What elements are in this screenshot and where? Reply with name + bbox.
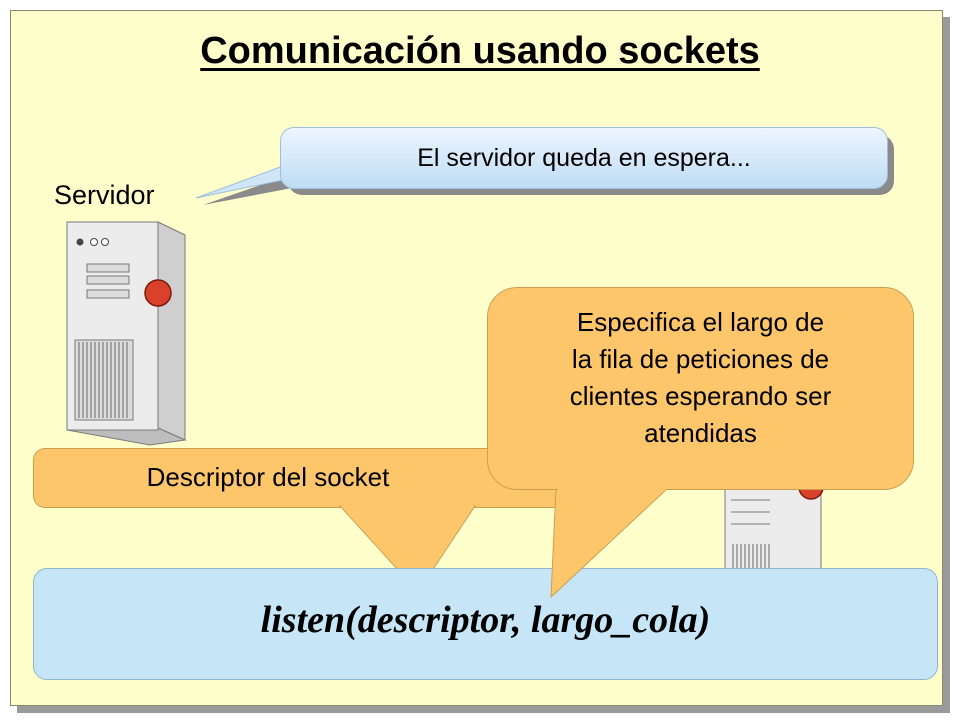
descriptor-label: Descriptor del socket (146, 462, 390, 492)
spec-line-4: atendidas (644, 418, 757, 448)
server-label: Servidor (54, 180, 155, 210)
code-box (33, 568, 938, 680)
slide-title: Comunicación usando sockets (200, 30, 760, 72)
code-listen: listen(descriptor, largo_cola) (260, 599, 711, 641)
spec-line-1: Especifica el largo de (576, 307, 825, 337)
wait-callout-text: El servidor queda en espera... (417, 143, 751, 172)
spec-bubble (487, 287, 914, 490)
wait-callout: El servidor queda en espera... (280, 127, 888, 189)
spec-line-2: la fila de peticiones de (571, 344, 830, 374)
spec-line-3: clientes esperando ser (569, 381, 832, 411)
spec-bubble-text: Especifica el largo de la fila de petici… (487, 304, 914, 452)
